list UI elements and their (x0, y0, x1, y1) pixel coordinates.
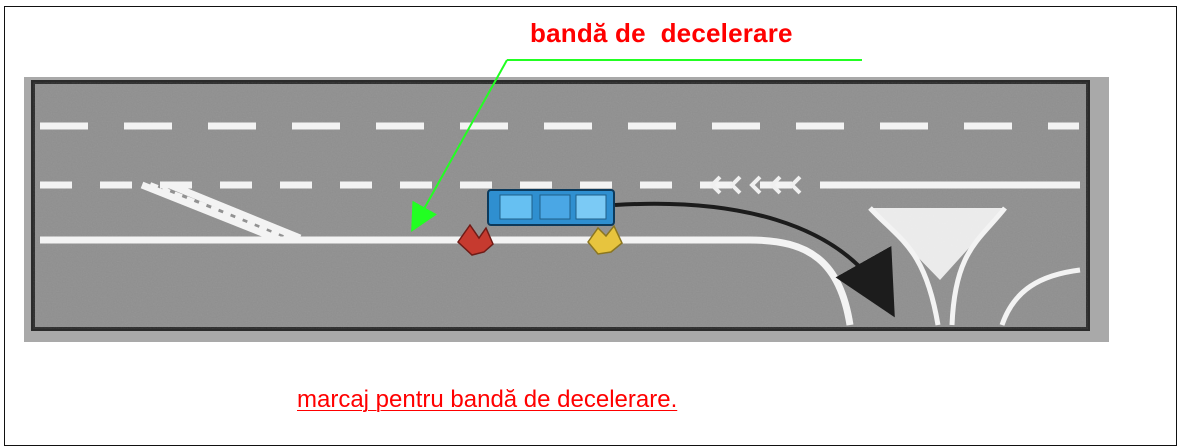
deceleration-lane-label: bandă de decelerare (530, 18, 793, 48)
deceleration-lane-caption: marcaj pentru bandă de decelerare. (297, 386, 678, 413)
figure-frame (4, 6, 1177, 446)
